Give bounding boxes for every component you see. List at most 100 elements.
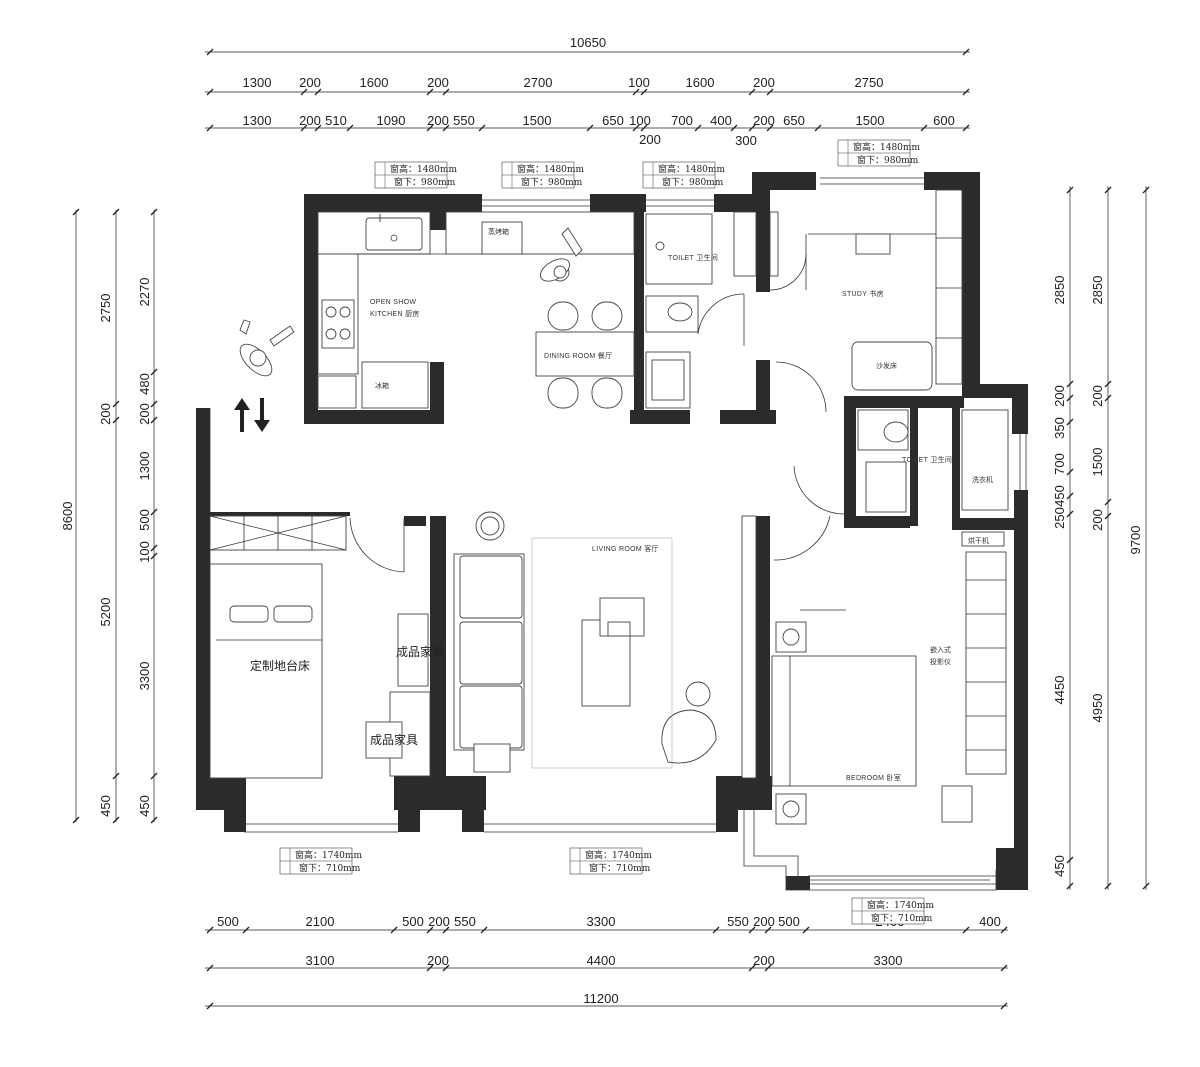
dimension-tick <box>632 88 640 96</box>
window-sill-1: 窗下：980mm <box>394 176 456 188</box>
dimension-tick <box>1142 882 1150 890</box>
dim-top-r1-2: 1600 <box>360 75 389 90</box>
toilet-1: TOILET 卫生间 <box>645 211 757 409</box>
toilet1-label: TOILET 卫生间 <box>668 253 718 262</box>
dimension-tick <box>1066 418 1074 426</box>
dim-right-o-2: 1500 <box>1090 448 1105 477</box>
person-figure-icon <box>539 227 583 282</box>
dim-top-r2-4: 200 <box>427 113 449 128</box>
dim-left-o-2: 5200 <box>98 598 113 627</box>
dim-bot-r1-5: 3300 <box>587 914 616 929</box>
window-tag-study: 窗高：1480mm 窗下：980mm <box>837 139 920 167</box>
toilet2-label: TOILET 卫生间 <box>902 455 952 464</box>
dim-right-i-1: 200 <box>1052 385 1067 407</box>
walls <box>196 172 1028 890</box>
dining-label: DINING ROOM 餐厅 <box>544 351 612 360</box>
bottom-dimensions: 500 2100 500 200 550 3300 550 200 500 24… <box>205 914 1008 1010</box>
dim-left-i-7: 450 <box>137 795 152 817</box>
dim-right-o-4: 4950 <box>1090 694 1105 723</box>
dimension-tick <box>1066 510 1074 518</box>
dimension-tick <box>748 88 756 96</box>
dimension-tick <box>314 124 322 132</box>
dim-top-r2-8: 100 <box>629 113 651 128</box>
dimension-tick <box>730 124 738 132</box>
window-tag-bedroom: 窗高：1740mm 窗下：710mm <box>851 897 934 925</box>
dim-right-i-6: 4450 <box>1052 676 1067 705</box>
dim-top-r1-1: 200 <box>299 75 321 90</box>
dimension-tick <box>764 926 772 934</box>
dimension-tick <box>150 772 158 780</box>
dim-top-r1-0: 1300 <box>243 75 272 90</box>
dim-right-o-1: 200 <box>1090 385 1105 407</box>
dim-bot-overall: 11200 <box>583 991 618 1006</box>
dimension-tick <box>150 368 158 376</box>
dryer-label: 烘干机 <box>968 536 989 545</box>
dimension-tick <box>206 48 214 56</box>
dim-top-r1-7: 200 <box>753 75 775 90</box>
window-tag-kitchen: 窗高：1480mm 窗下：980mm <box>374 161 457 189</box>
dim-bot-r1-3: 200 <box>428 914 450 929</box>
dimension-tick <box>962 48 970 56</box>
dim-top-sub-0: 200 <box>639 132 661 147</box>
dim-bot-r2-4: 3300 <box>874 953 903 968</box>
dimension-tick <box>640 124 648 132</box>
window-sill-5: 窗下：710mm <box>299 862 361 874</box>
dim-left-i-0: 2270 <box>137 278 152 307</box>
dim-left-i-3: 1300 <box>137 452 152 481</box>
dimension-tick <box>1066 394 1074 402</box>
kitchen: 冰箱 OPEN SHOW KITCHEN 厨房 蒸烤箱 <box>317 211 635 409</box>
window-height-3: 窗高：1480mm <box>658 163 725 175</box>
dim-top-r2-5: 550 <box>453 113 475 128</box>
dimension-tick <box>72 816 80 824</box>
dimension-tick <box>1066 468 1074 476</box>
fridge-label: 冰箱 <box>375 381 389 390</box>
dimension-tick <box>300 124 308 132</box>
dim-left-i-5: 100 <box>137 541 152 563</box>
dimension-tick <box>920 124 928 132</box>
dimension-tick <box>442 88 450 96</box>
dimension-tick <box>1104 186 1112 194</box>
main-bedroom: 嵌入式 投影仪 BEDROOM 卧室 <box>771 551 1007 825</box>
person-entrance-icon <box>239 319 295 377</box>
dim-bot-r2-0: 3100 <box>306 953 335 968</box>
dim-right-overall: 9700 <box>1128 526 1143 555</box>
dim-top-r2-1: 200 <box>299 113 321 128</box>
projector-label-2: 投影仪 <box>930 657 951 666</box>
dim-bot-r1-8: 500 <box>778 914 800 929</box>
dim-top-r1-5: 100 <box>628 75 650 90</box>
dimension-tick <box>694 124 702 132</box>
dim-top-r1-6: 1600 <box>686 75 715 90</box>
custom-bed-label: 定制地台床 <box>250 658 310 673</box>
entrance-arrows-icon <box>234 319 295 432</box>
dimension-tick <box>1104 380 1112 388</box>
dimension-tick <box>206 964 214 972</box>
top-dimensions: 10650 1300 200 1600 200 2700 100 1600 20… <box>205 35 970 148</box>
window-height-1: 窗高：1480mm <box>390 163 457 175</box>
dimension-tick <box>712 926 720 934</box>
dim-right-i-5: 450 <box>1052 485 1067 507</box>
study: 沙发床 STUDY 书房 <box>769 189 963 413</box>
dimension-tick <box>426 964 434 972</box>
window-sill-3: 窗下：980mm <box>662 176 724 188</box>
dim-top-r2-2: 510 <box>325 113 347 128</box>
window-sill-4: 窗下：980mm <box>857 154 919 166</box>
dimension-tick <box>314 88 322 96</box>
dim-top-r2-14: 600 <box>933 113 955 128</box>
dimension-tick <box>766 124 774 132</box>
dim-top-overall: 10650 <box>570 35 606 50</box>
right-dimensions: 2850 200 350 700 250 450 4450 450 2850 2… <box>1052 186 1150 890</box>
dim-top-r2-13: 1500 <box>856 113 885 128</box>
window-height-6: 窗高：1740mm <box>585 849 652 861</box>
dim-bot-r2-2: 4400 <box>587 953 616 968</box>
dimension-tick <box>150 552 158 560</box>
dim-bot-r1-4: 550 <box>454 914 476 929</box>
dimension-tick <box>1104 882 1112 890</box>
dim-left-o-0: 2750 <box>98 294 113 323</box>
window-sill-2: 窗下：980mm <box>521 176 583 188</box>
furniture-label-2: 成品家具 <box>370 732 418 747</box>
dimension-tick <box>1066 882 1074 890</box>
window-tag-bed2: 窗高：1740mm 窗下：710mm <box>279 847 362 875</box>
dimension-tick <box>112 416 120 424</box>
study-label: STUDY 书房 <box>842 289 884 298</box>
